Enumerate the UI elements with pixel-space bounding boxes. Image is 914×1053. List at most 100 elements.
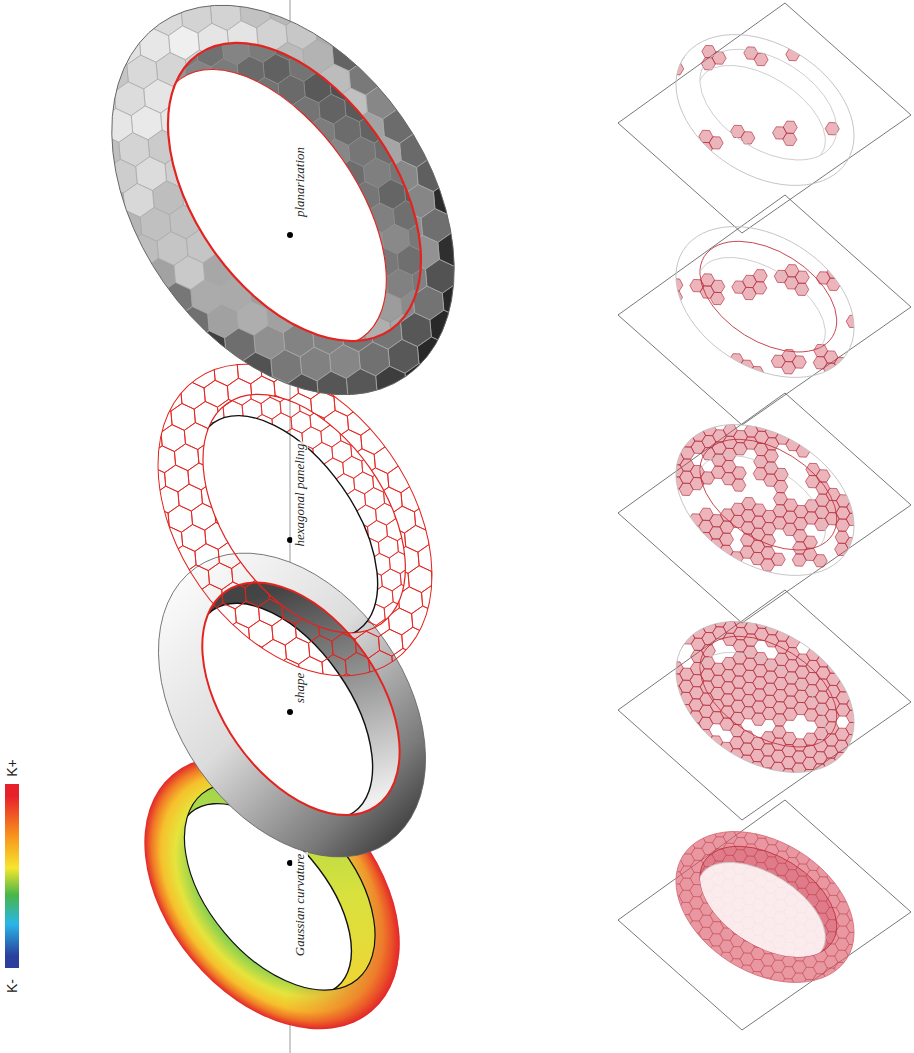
hexagon-cell	[356, 566, 392, 601]
planar-panel	[432, 260, 471, 298]
panel-cell	[811, 576, 829, 594]
hexagon-cell	[200, 515, 229, 543]
hexagon-cell	[208, 355, 244, 390]
panel-cell	[717, 949, 735, 967]
planar-panel	[509, 253, 548, 291]
hexagon-cell	[358, 567, 387, 595]
planar-panel	[314, 406, 353, 444]
hexagon-cell	[159, 461, 195, 496]
hexagon-cell	[132, 388, 161, 416]
panel-cell	[846, 869, 864, 887]
panel-cell	[740, 284, 758, 302]
panel-cell	[813, 515, 831, 533]
panel-cell	[856, 887, 874, 905]
planar-panel	[476, 324, 515, 362]
panel-cell	[811, 773, 829, 791]
hexagon-cell	[373, 625, 409, 660]
hexagon-cell	[293, 706, 322, 734]
panel-cell	[866, 487, 884, 505]
planar-panel	[61, 44, 100, 82]
hexagon-cell	[365, 402, 401, 437]
hexagon-cell	[167, 468, 196, 496]
hexagon-cell	[162, 359, 198, 394]
panel-cell	[686, 720, 704, 738]
panel-cell	[810, 588, 828, 606]
planar-panel	[340, 404, 379, 442]
planar-panel	[327, 391, 372, 435]
hexagon-cell	[442, 544, 471, 572]
planar-panel	[349, 64, 388, 102]
hexagon-cell	[288, 640, 317, 668]
stage-label: shape	[292, 671, 308, 705]
planar-panel	[480, 211, 519, 249]
panel-cell	[844, 312, 862, 330]
hexagon-cell	[420, 628, 449, 656]
hexagon-cell	[179, 561, 215, 596]
planar-panel	[303, 430, 342, 468]
hexagon-cell	[393, 583, 429, 618]
ground-plane	[618, 195, 911, 425]
hexagon-cell	[246, 494, 275, 522]
hexagon-cell	[97, 425, 126, 453]
panel-hole	[681, 45, 843, 186]
hexagon-cell	[213, 448, 242, 476]
planar-panel	[354, 30, 399, 74]
panel-hole	[681, 435, 843, 576]
hexagon-cell	[320, 691, 356, 726]
planar-panel	[109, 0, 148, 33]
solver-panel	[618, 177, 911, 425]
planar-panel	[87, 42, 126, 80]
panel-cell	[856, 480, 874, 498]
panel-cell	[789, 994, 807, 1012]
planar-panel	[28, 115, 67, 153]
planar-panel	[291, 0, 336, 28]
hexagon-cell	[379, 422, 415, 457]
panel-cell	[690, 821, 708, 839]
panel-cell	[769, 574, 787, 592]
solver-panel	[618, 372, 911, 623]
panel-cell	[701, 396, 719, 414]
planar-panel	[87, 181, 132, 225]
planar-panel	[351, 380, 390, 418]
planar-panel	[205, 350, 250, 394]
planar-panel	[460, 225, 505, 269]
planar-panel	[132, 264, 171, 302]
panel-cell	[733, 588, 751, 606]
panel-cell	[781, 130, 799, 148]
planar-panel	[91, 87, 130, 125]
planar-panel	[388, 354, 427, 392]
hexagon-cell	[176, 521, 212, 556]
planar-panel	[36, 109, 81, 153]
hexagon-cell	[431, 528, 460, 556]
planar-panel	[295, 340, 334, 378]
hexagon-cell	[429, 600, 465, 635]
planar-panel	[58, 157, 97, 195]
panel-cell	[876, 900, 894, 918]
hexagon-cell	[335, 466, 371, 501]
planar-panel	[450, 168, 489, 206]
panel-cell	[635, 886, 653, 904]
panel-cell	[855, 899, 873, 917]
planar-panel	[188, 326, 233, 370]
planar-panel	[238, 0, 277, 22]
planar-panel	[175, 12, 214, 50]
panel-cell	[676, 319, 694, 337]
panel-cell	[743, 200, 761, 218]
hexagon-cell	[446, 517, 482, 552]
panel-cell	[779, 581, 797, 599]
hexagon-cell	[357, 452, 386, 480]
planar-panel	[443, 237, 482, 275]
hexagon-cell	[100, 458, 129, 486]
hexagon-cell	[494, 589, 523, 617]
planar-panel	[158, 262, 197, 300]
hexagon-cell	[232, 446, 261, 474]
hexagon-cell	[220, 629, 249, 657]
hexagon-cell	[231, 645, 260, 673]
hexagon-cell	[159, 370, 188, 398]
planar-panel	[377, 378, 416, 416]
hexagon-cell	[223, 517, 259, 552]
hexagon-cell	[242, 474, 278, 509]
hexagon-cell	[324, 405, 353, 433]
panel-cell	[811, 552, 829, 570]
hexagon-cell	[86, 427, 122, 462]
